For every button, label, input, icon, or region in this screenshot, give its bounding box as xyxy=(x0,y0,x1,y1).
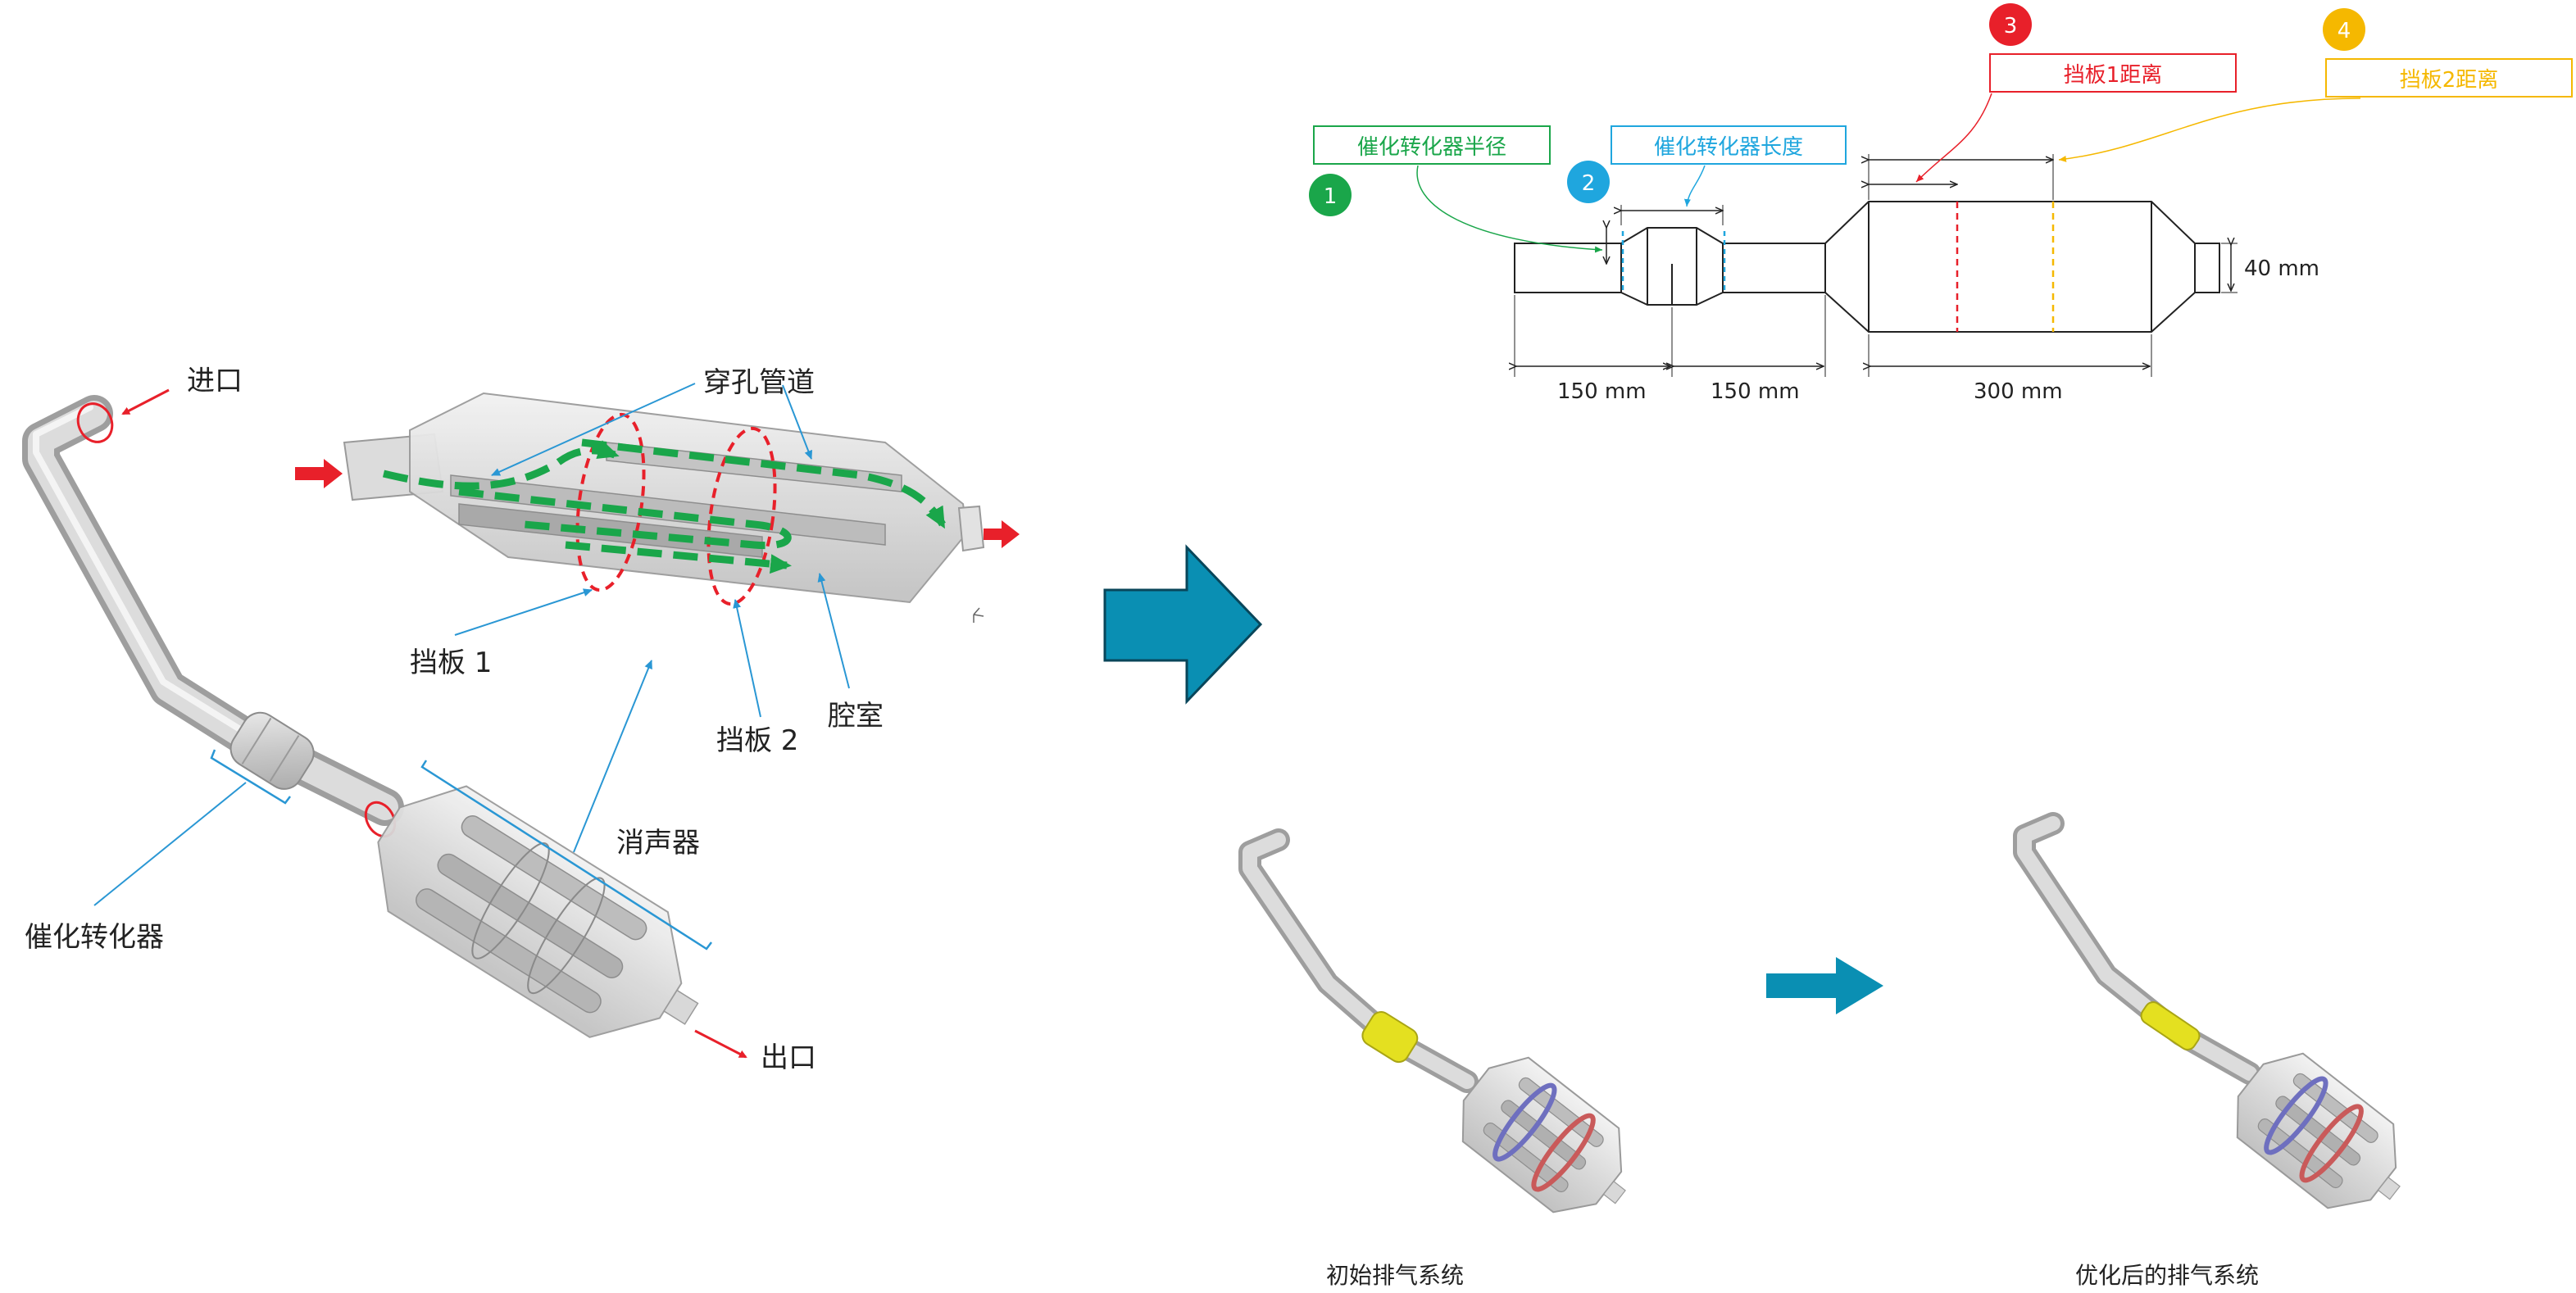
transition-arrow xyxy=(1103,544,1263,705)
inlet-marker xyxy=(76,402,114,443)
parameter-3: 挡板1距离 3 xyxy=(1915,3,2237,183)
parameter-2: 催化转化器长度 2 xyxy=(1567,125,1847,207)
parametric-schematic xyxy=(1514,201,2220,333)
baffle-2-label: 挡板 2 xyxy=(716,724,798,757)
muffler-part xyxy=(377,785,699,1038)
baffle-2-marker xyxy=(706,426,777,606)
optimized-system-label: 优化后的排气系统 xyxy=(2075,1262,2259,1289)
dim-150-mid: 150 mm xyxy=(1711,379,1800,404)
param-2-label: 催化转化器长度 xyxy=(1654,135,1803,160)
param-3-number: 3 xyxy=(2004,14,2018,39)
compare-arrow xyxy=(1766,957,1883,1014)
optimized-system: 优化后的排气系统 xyxy=(2013,812,2401,1289)
outlet-label: 出口 xyxy=(761,1041,816,1074)
initial-system-label: 初始排气系统 xyxy=(1326,1262,1464,1289)
param-1-label: 催化转化器半径 xyxy=(1357,135,1506,160)
parameter-1: 催化转化器半径 1 xyxy=(1309,125,1603,253)
baffle-1-marker xyxy=(575,412,646,592)
parameter-4: 挡板2距离 4 xyxy=(2058,8,2573,162)
full-exhaust-system: 进口 出口 催化转化器 消声器 xyxy=(22,365,816,1074)
param-3-label: 挡板1距离 xyxy=(2064,63,2163,88)
param-1-number: 1 xyxy=(1324,184,1338,209)
param-4-number: 4 xyxy=(2337,19,2351,43)
dim-40: 40 mm xyxy=(2244,256,2319,281)
baffle-1-label: 挡板 1 xyxy=(410,646,492,679)
muffler-label: 消声器 xyxy=(616,827,700,860)
param-4-label: 挡板2距离 xyxy=(2400,68,2499,93)
dim-300: 300 mm xyxy=(1974,379,2063,404)
perforated-pipe-label: 穿孔管道 xyxy=(703,366,815,399)
catalytic-converter-label: 催化转化器 xyxy=(25,921,164,954)
catalytic-converter-part xyxy=(229,711,315,790)
muffler-closeup: 穿孔管道 挡板 1 挡板 2 腔室 xyxy=(295,366,1020,757)
dim-150-left: 150 mm xyxy=(1557,379,1647,404)
param-2-number: 2 xyxy=(1582,171,1596,196)
inlet-label: 进口 xyxy=(187,365,243,397)
cavity-label: 腔室 xyxy=(828,700,884,733)
initial-system: 初始排气系统 xyxy=(1238,828,1626,1289)
